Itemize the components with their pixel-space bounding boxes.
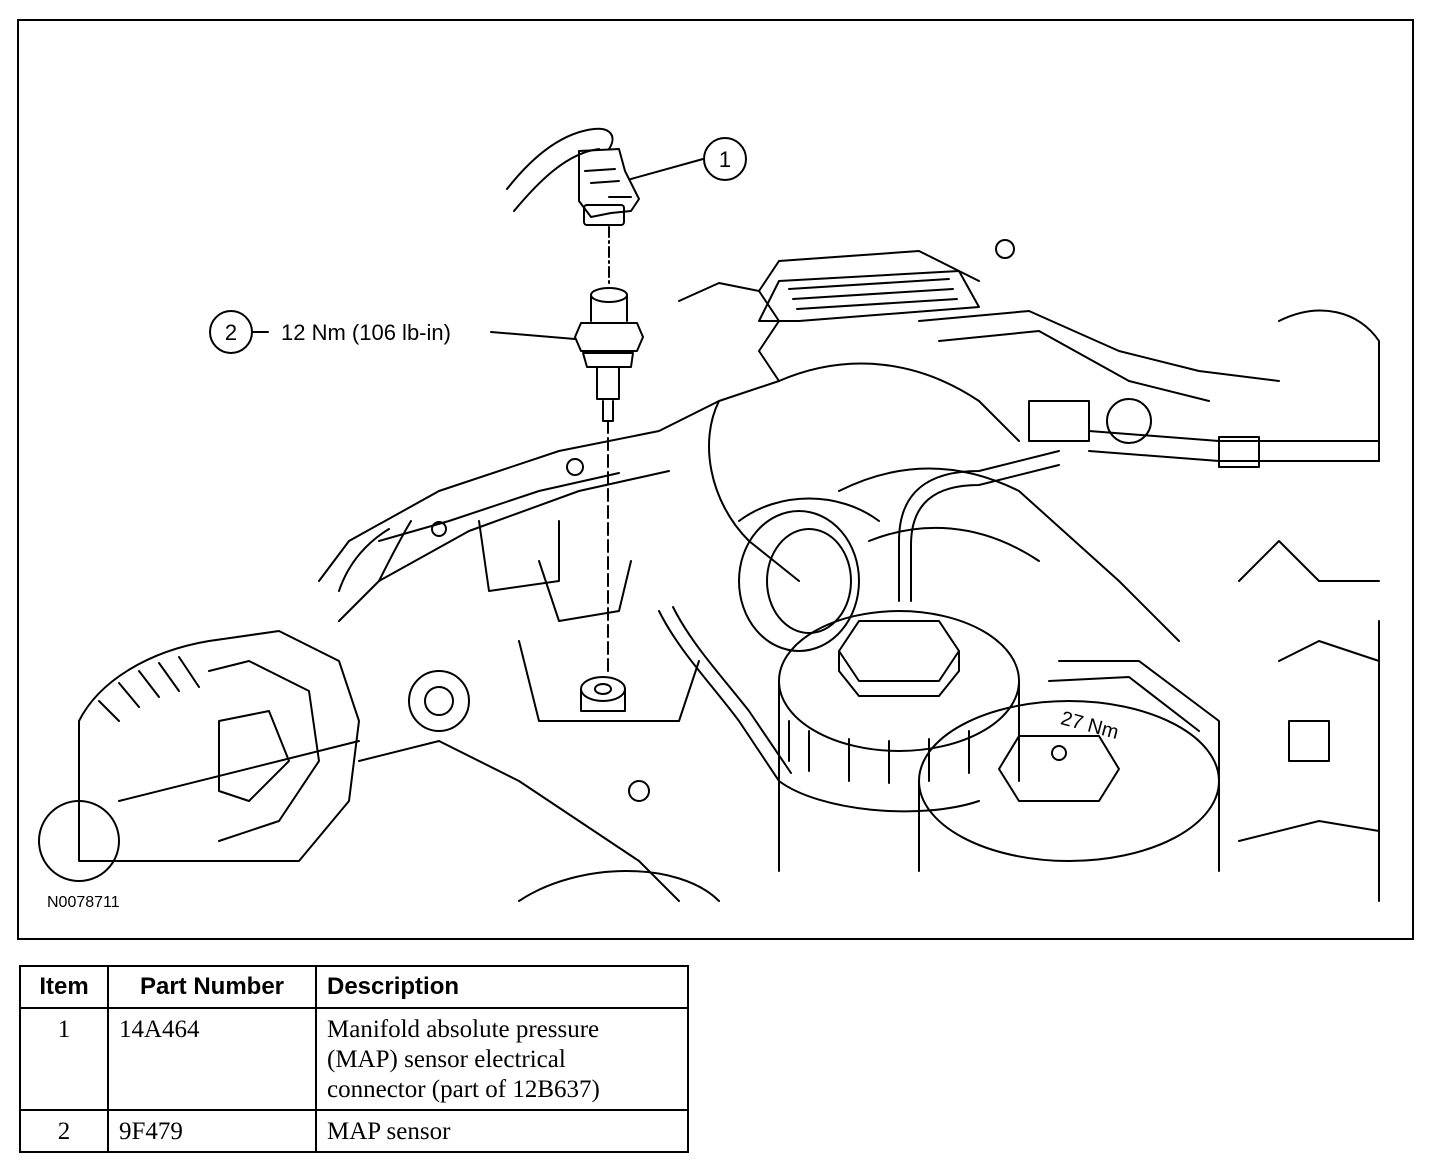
parts-table: Item Part Number Description 1 14A464 Ma… [19,965,689,1153]
map-sensor [574,287,644,672]
row-2-part-number: 9F479 [107,1109,317,1153]
figure-id: N0078711 [47,894,120,911]
egr-cooler-top [758,239,1380,468]
alternator [38,630,470,882]
row-1-description: Manifold absolute pressure (MAP) sensor e… [315,1007,689,1111]
desc-line: MAP sensor [327,1118,451,1145]
engraved-torque-text: 27 Nm [1058,707,1121,743]
row-2-description: MAP sensor [315,1109,689,1153]
desc-line: connector (part of 12B637) [327,1076,600,1103]
desc-line: (MAP) sensor electrical [327,1046,566,1073]
hose-lines [658,450,1060,782]
figure-frame: 1 2 12 Nm (106 lb-in) [17,19,1414,940]
callout-2-torque-label: 12 Nm (106 lb-in) [281,320,451,345]
oil-filter-cap: 27 Nm [918,660,1220,872]
boss-for-sensor [518,640,700,722]
fuel-filter-cap [778,610,1020,872]
header-description: Description [315,965,689,1009]
row-1-item: 1 [19,1007,109,1111]
row-1-part-number: 14A464 [107,1007,317,1111]
row-2-item: 2 [19,1109,109,1153]
callout-2-number: 2 [225,320,237,345]
callout-2: 2 12 Nm (106 lb-in) [209,310,576,354]
header-part-number: Part Number [107,965,317,1009]
table-row: 1 14A464 Manifold absolute pressure (MAP)… [19,1007,689,1111]
intake-manifold [318,380,780,622]
desc-line: Manifold absolute pressure [327,1016,600,1043]
map-sensor-connector [578,148,640,284]
header-item: Item [19,965,109,1009]
table-header-row: Item Part Number Description [19,965,689,1009]
callout-1-number: 1 [719,147,731,172]
engine-illustration: 1 2 12 Nm (106 lb-in) [38,127,1380,911]
table-row: 2 9F479 MAP sensor [19,1109,689,1153]
callout-1: 1 [630,137,747,181]
turbo-inlet-duct [678,250,1180,652]
front-housing [358,540,1380,902]
